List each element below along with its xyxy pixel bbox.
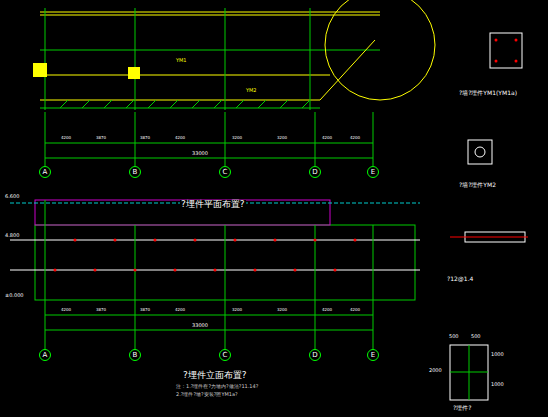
drawing-label: 1000 — [490, 382, 505, 387]
drawing-label: 4200 — [321, 308, 333, 312]
axis-letter: A — [43, 169, 48, 176]
drawing-label: YM1 — [175, 58, 188, 63]
drawing-label: 3200 — [276, 136, 288, 140]
embed-dot — [354, 239, 357, 242]
drawing-label: 3200 — [231, 308, 243, 312]
axis-bubble: C — [219, 166, 231, 178]
axis-bubble: D — [309, 166, 321, 178]
axis-letter: E — [371, 352, 375, 359]
drawing-label: 4200 — [174, 136, 186, 140]
axis-letter: B — [133, 352, 138, 359]
anchor-hole — [495, 39, 498, 42]
axis-letter: C — [223, 169, 228, 176]
drawing-label: 4200 — [174, 308, 186, 312]
hatch-stroke — [82, 100, 90, 108]
embed-dot — [294, 269, 297, 272]
embed-dot — [314, 239, 317, 242]
embed-dot — [114, 239, 117, 242]
embed-dot — [94, 269, 97, 272]
hatch-stroke — [104, 100, 112, 108]
drawing-label: 33000 — [191, 323, 209, 328]
hatch-stroke — [214, 100, 222, 108]
hatch-stroke — [236, 100, 244, 108]
drawing-label: 3870 — [95, 308, 107, 312]
drawing-label: ?墙?埋件YM1(YM1a) — [458, 90, 518, 96]
drawing-label: ?埋件平面布置? — [180, 200, 246, 209]
drawing-label: 4200 — [349, 136, 361, 140]
axis-bubble: B — [129, 166, 141, 178]
drawing-label: ?12@1.4 — [446, 276, 474, 282]
anchor-hole — [515, 39, 518, 42]
anchor-hole — [495, 60, 498, 63]
axis-letter: D — [312, 352, 317, 359]
axis-letter: A — [43, 352, 48, 359]
embed-dot — [54, 269, 57, 272]
drawing-label: 4200 — [60, 308, 72, 312]
drawing-label: ±0.000 — [4, 293, 25, 298]
drawing-label: YM2 — [245, 88, 258, 93]
drawing-label: 3200 — [276, 308, 288, 312]
hatch-stroke — [258, 100, 266, 108]
embed-dot — [234, 239, 237, 242]
hatch-stroke — [148, 100, 156, 108]
embed-dot — [134, 269, 137, 272]
anchor-hole — [515, 60, 518, 63]
drawing-label: 2.?埋件?墙?安装?照YM1a? — [175, 392, 239, 397]
axis-bubble: E — [367, 166, 379, 178]
embed-dot — [254, 269, 257, 272]
embed-dot — [214, 269, 217, 272]
drawing-label: 4200 — [321, 136, 333, 140]
drawing-label: 500 — [448, 334, 460, 339]
drawing-label: 4200 — [349, 308, 361, 312]
axis-bubble: C — [219, 349, 231, 361]
axis-letter: D — [312, 169, 317, 176]
drawing-label: 33000 — [191, 151, 209, 156]
drawing-label: 4.800 — [4, 233, 20, 238]
axis-bubble: E — [367, 349, 379, 361]
drawing-label: 3870 — [139, 136, 151, 140]
drawing-label: ?埋件立面布置? — [182, 371, 248, 380]
embed-dot — [174, 269, 177, 272]
drawing-label: 500 — [470, 334, 482, 339]
axis-bubble: A — [39, 166, 51, 178]
axis-bubble: A — [39, 349, 51, 361]
embed-dot — [74, 239, 77, 242]
drawing-label: 2000 — [428, 368, 443, 373]
drawing-label: 1000 — [490, 352, 505, 357]
drawing-label: 6.600 — [4, 194, 20, 199]
hatch-stroke — [192, 100, 200, 108]
drawing-label: ?墙?埋件YM2 — [458, 182, 497, 188]
embed-dot — [334, 269, 337, 272]
hatch-stroke — [280, 100, 288, 108]
drawing-label: 4200 — [60, 136, 72, 140]
drawing-label: 3870 — [139, 308, 151, 312]
drawing-label: 3870 — [95, 136, 107, 140]
embed-dot — [194, 239, 197, 242]
hatch-stroke — [302, 100, 310, 108]
axis-bubble: D — [309, 349, 321, 361]
axis-letter: B — [133, 169, 138, 176]
axis-letter: C — [223, 352, 228, 359]
drawing-label: 注：1.?埋件在?力墙内?做法?11.14? — [175, 384, 259, 389]
axis-bubble: B — [129, 349, 141, 361]
hatch-stroke — [60, 100, 68, 108]
hatch-stroke — [126, 100, 134, 108]
embed-dot — [154, 239, 157, 242]
drawing-label: 3200 — [231, 136, 243, 140]
hatch-stroke — [170, 100, 178, 108]
drawing-label: ?埋件? — [452, 405, 472, 411]
axis-letter: E — [371, 169, 375, 176]
embed-dot — [274, 239, 277, 242]
